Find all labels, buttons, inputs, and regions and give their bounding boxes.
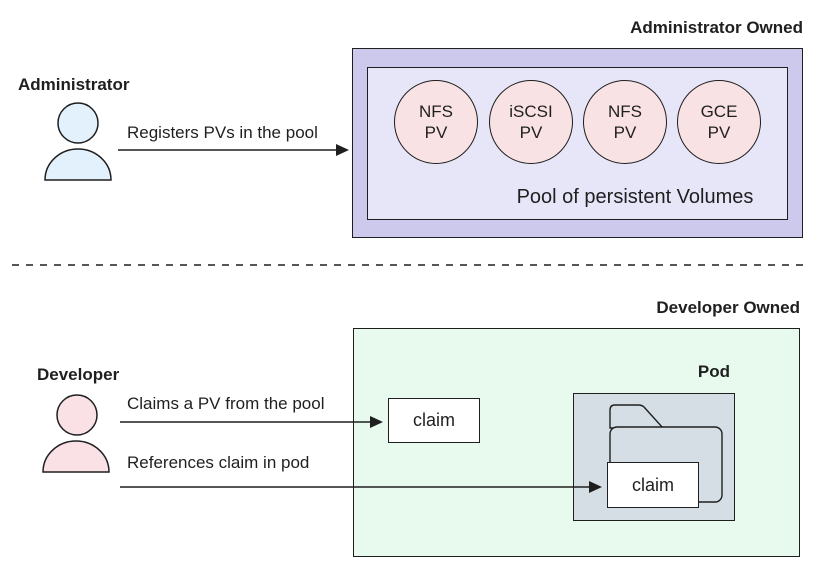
pv-circle-label-line2: PV xyxy=(707,123,731,142)
developer-owned-label: Developer Owned xyxy=(656,298,800,317)
pv-circle-iscsi: iSCSI PV xyxy=(489,80,573,164)
references-claim-arrow-label: References claim in pod xyxy=(127,453,310,472)
pv-circle-label-line1: iSCSI xyxy=(509,101,553,121)
pool-of-persistent-volumes-label: Pool of persistent Volumes xyxy=(516,186,754,208)
claim-box: claim xyxy=(388,398,480,443)
developer-label: Developer xyxy=(37,365,120,384)
administrator-icon-body xyxy=(44,148,112,181)
arrowhead-icon xyxy=(336,144,349,156)
pv-circle-nfs-2: NFS PV xyxy=(583,80,667,164)
administrator-label: Administrator xyxy=(18,75,130,94)
pv-circle-gce: GCE PV xyxy=(677,80,761,164)
pod-claim-box-label: claim xyxy=(631,474,674,495)
claims-pv-arrow xyxy=(120,416,383,428)
pod-claim-box: claim xyxy=(607,462,699,508)
pv-circle-label-line2: PV xyxy=(424,123,448,142)
pv-circle-label-line1: NFS xyxy=(419,101,453,121)
pod-label: Pod xyxy=(697,362,730,381)
pv-circle-nfs-1: NFS PV xyxy=(394,80,478,164)
administrator-owned-label: Administrator Owned xyxy=(630,18,803,37)
developer-icon-head xyxy=(56,394,98,436)
administrator-icon xyxy=(44,102,112,181)
pv-circle-label-line2: PV xyxy=(519,123,543,142)
registers-pvs-arrow-label: Registers PVs in the pool xyxy=(127,123,318,142)
developer-icon-body xyxy=(42,440,110,473)
claims-pv-arrow-label: Claims a PV from the pool xyxy=(127,394,325,413)
pv-circle-label-line1: NFS xyxy=(608,101,642,121)
developer-icon xyxy=(42,394,110,473)
administrator-icon-head xyxy=(57,102,99,144)
registers-pvs-arrow xyxy=(118,144,349,156)
pv-circle-label-line2: PV xyxy=(613,123,637,142)
pv-circle-label-line1: GCE xyxy=(700,101,738,121)
claim-box-label: claim xyxy=(412,410,455,430)
